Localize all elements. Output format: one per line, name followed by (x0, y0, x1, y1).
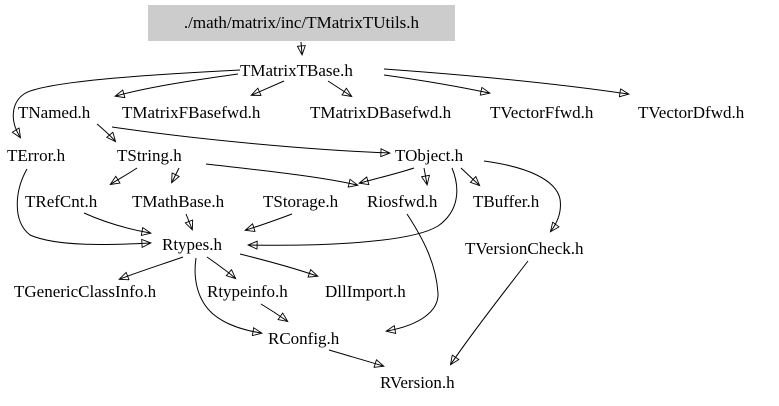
edge-tmatrixtbase-to-tvectordfwd (383, 68, 628, 94)
node-tstring-h[interactable]: TString.h (117, 146, 182, 165)
edge-tmatrixtutils-to-tmatrixtbase (301, 41, 302, 54)
node-tmatrixdbasefwd-h[interactable]: TMatrixDBasefwd.h (310, 103, 452, 122)
edge-tmathbase-to-rtypes (186, 213, 192, 229)
node-rtypeinfo-h[interactable]: Rtypeinfo.h (207, 282, 288, 301)
edge-rconfig-to-rversion (328, 349, 383, 366)
edge-tobject-to-riosfwd (424, 167, 427, 184)
node-tmatrixtutils-h: ./math/matrix/inc/TMatrixTUtils.h (148, 5, 455, 41)
node-rtypes-h[interactable]: Rtypes.h (162, 235, 222, 254)
edge-tnamed-to-tstring (96, 123, 115, 141)
node-tnamed-h[interactable]: TNamed.h (18, 103, 91, 122)
edge-rtypeinfo-to-rconfig (260, 303, 287, 321)
edge-rtypes-to-tgenericclassinfo (120, 256, 184, 279)
edge-tstring-to-tmathbase (172, 167, 179, 182)
node-tgenericclassinfo-h[interactable]: TGenericClassInfo.h (14, 282, 157, 301)
node-rconfig-h[interactable]: RConfig.h (268, 329, 340, 348)
edge-tstring-to-trefcnt (111, 167, 138, 184)
node-tstorage-h[interactable]: TStorage.h (263, 192, 339, 211)
node-tversioncheck-h[interactable]: TVersionCheck.h (465, 239, 584, 258)
edge-tmatrixtbase-to-tmatrixdbasefwd (327, 80, 351, 96)
edge-tmatrixtbase-to-tnamed (116, 73, 239, 96)
node-riosfwd-h[interactable]: Riosfwd.h (367, 192, 438, 211)
edge-tversioncheck-to-rversion (451, 260, 529, 364)
edge-tmatrixtbase-to-terror (13, 69, 241, 137)
edge-tobject-to-rtypes (249, 167, 458, 245)
node-tvectordfwd-h[interactable]: TVectorDfwd.h (638, 103, 745, 122)
edge-tstring-to-riosfwd (205, 163, 357, 185)
edge-rtypes-to-rconfig (194, 257, 261, 333)
edge-tstorage-to-rtypes (246, 213, 293, 230)
node-tvectorffwd-h[interactable]: TVectorFfwd.h (490, 103, 594, 122)
edge-riosfwd-to-rconfig (387, 213, 439, 331)
node-rversion-h[interactable]: RVersion.h (380, 373, 455, 392)
node-dllimport-h[interactable]: DllImport.h (325, 282, 406, 301)
edge-rtypes-to-rtypeinfo (206, 256, 235, 278)
node-tmathbase-h[interactable]: TMathBase.h (132, 192, 225, 211)
edge-tobject-to-tbuffer (460, 167, 479, 185)
edge-tmatrixtbase-to-tmatrixfbasefwd (252, 80, 285, 95)
node-terror-h[interactable]: TError.h (7, 146, 66, 165)
edge-terror-to-rtypes (16, 168, 150, 245)
edge-tmatrixtbase-to-tvectorffwd (383, 74, 489, 93)
edge-tnamed-to-tobject (111, 126, 389, 153)
node-tobject-h[interactable]: TObject.h (395, 146, 464, 165)
edge-rtypes-to-dllimport (239, 253, 317, 276)
node-trefcnt-h[interactable]: TRefCnt.h (25, 192, 98, 211)
node-tmatrixfbasefwd-h[interactable]: TMatrixFBasefwd.h (122, 103, 261, 122)
edge-tobject-to-tversioncheck (483, 160, 561, 231)
node-tbuffer-h[interactable]: TBuffer.h (473, 192, 540, 211)
edge-tobject-to-tstorage (360, 167, 415, 183)
edge-trefcnt-to-rtypes (83, 212, 150, 233)
node-tmatrixtbase-h[interactable]: TMatrixTBase.h (240, 61, 353, 80)
